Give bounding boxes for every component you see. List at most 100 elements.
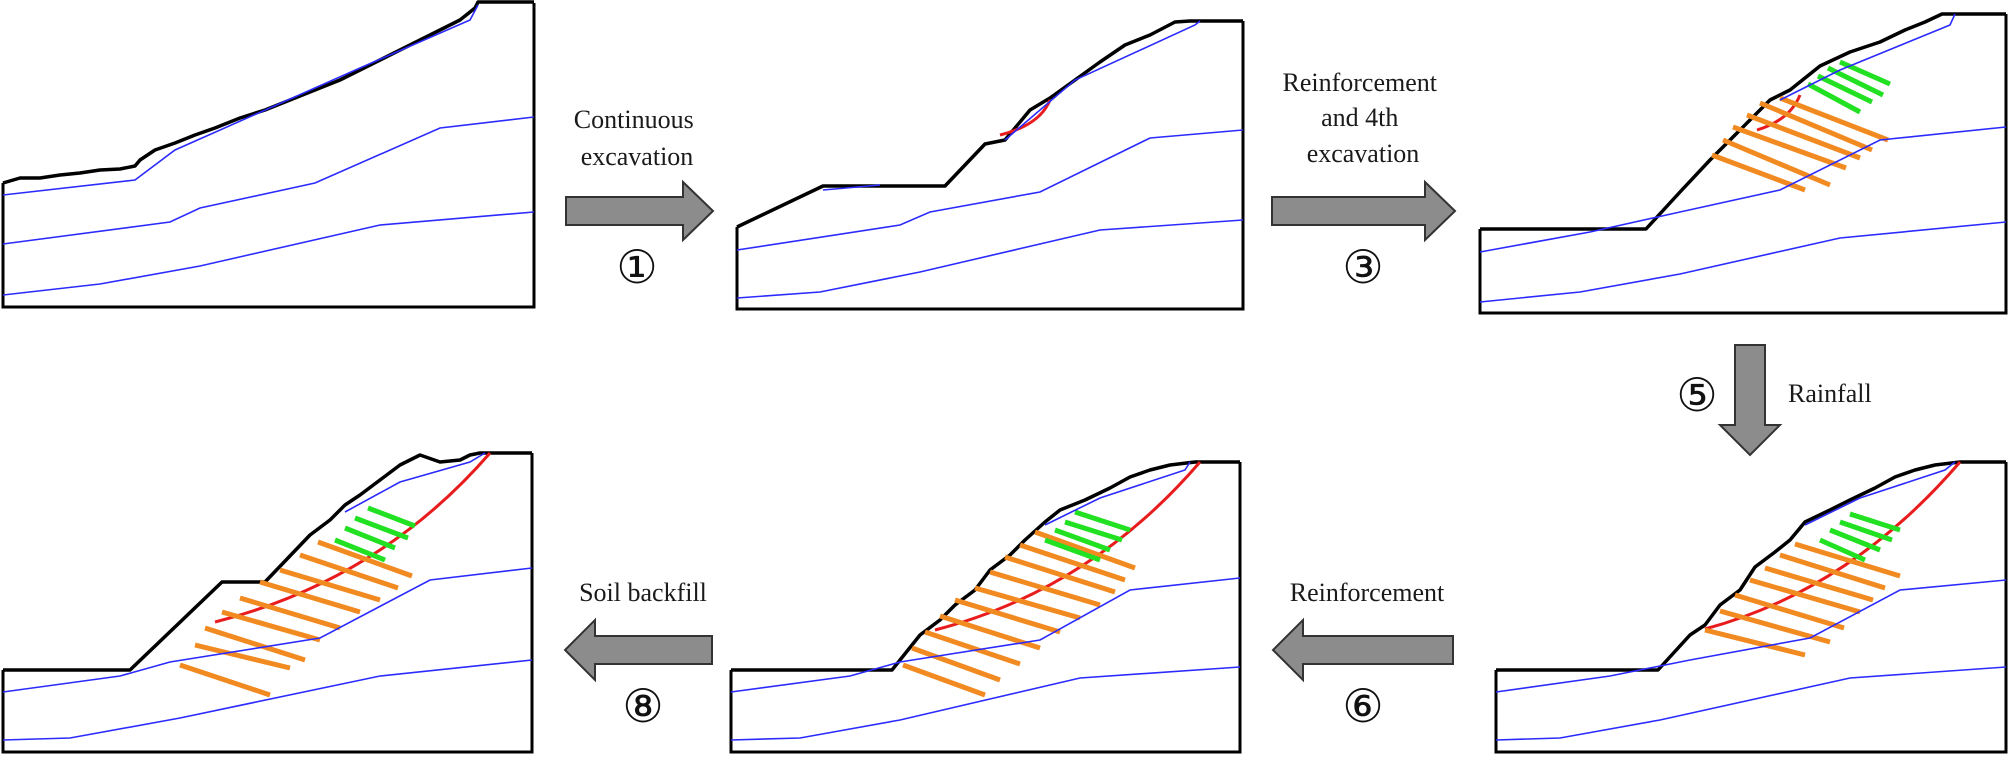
anchor-bar xyxy=(1746,112,1861,161)
anchor-bar xyxy=(954,597,1061,635)
green-anchors xyxy=(334,505,416,563)
anchor-bar xyxy=(1764,565,1874,603)
anchor-bar xyxy=(1034,529,1136,571)
anchor-bar xyxy=(1044,537,1101,563)
anchor-bar xyxy=(1722,137,1831,188)
green-anchors xyxy=(1818,511,1901,563)
ground-surface xyxy=(2,0,534,185)
anchor-bar xyxy=(974,585,1081,621)
orange-anchors xyxy=(1711,95,1889,193)
anchor-bar xyxy=(924,629,1021,667)
anchor-bar xyxy=(179,662,271,698)
panel-frame xyxy=(729,462,1242,754)
soil-layer-line xyxy=(2,116,535,245)
soil-layer-line xyxy=(1479,126,2007,253)
anchor-bar xyxy=(354,515,409,541)
local-slip-surface xyxy=(1756,94,1802,132)
panel-frame xyxy=(1,3,536,309)
stage-label-continuous-excavation: Continuous excavation xyxy=(574,105,700,171)
anchor-bar xyxy=(1759,100,1873,153)
arrow-right-icon xyxy=(565,179,715,243)
anchor-bar xyxy=(299,552,399,591)
ground-surface xyxy=(3,451,532,672)
panel-rainfall xyxy=(1494,460,2008,754)
soil-layer-line xyxy=(1779,13,1956,101)
anchor-bar xyxy=(1749,577,1861,615)
anchor-bar xyxy=(1704,627,1806,658)
anchor-bar xyxy=(1734,592,1845,631)
arrow-right-icon xyxy=(1271,179,1457,243)
green-anchors xyxy=(1806,59,1892,115)
orange-anchors xyxy=(179,539,413,698)
soil-layer-line xyxy=(1495,666,2007,741)
anchor-bar xyxy=(1838,59,1892,87)
anchor-bar xyxy=(1849,511,1901,533)
stage-label-reinforcement: Reinforcement xyxy=(1290,578,1445,607)
anchor-bar xyxy=(1816,73,1874,105)
anchor-bar xyxy=(1074,509,1131,533)
panel-frame xyxy=(1478,14,2008,315)
panel-soil-backfill xyxy=(1,451,534,754)
anchor-bar xyxy=(1829,527,1881,553)
global-slip-surface xyxy=(934,461,1202,632)
stage-label-soil-backfill: Soil backfill xyxy=(579,578,707,607)
anchor-bar xyxy=(367,505,416,529)
anchor-bar xyxy=(344,525,396,551)
stage-number-6: ⑥ xyxy=(1342,679,1383,733)
anchor-bar xyxy=(1806,81,1862,115)
local-slip-surface xyxy=(999,99,1052,137)
arrow-down-icon xyxy=(1717,344,1783,457)
soil-layer-line xyxy=(822,184,881,191)
soil-layer-line xyxy=(344,452,486,513)
panel-continuous-excavation xyxy=(735,19,1245,311)
panel-frame xyxy=(1494,462,2008,754)
panel-reinforcement xyxy=(729,460,1242,754)
stage-label-rainfall: Rainfall xyxy=(1788,379,1872,408)
stage-number-8: ⑧ xyxy=(622,679,663,733)
stage-number-3: ③ xyxy=(1342,240,1383,294)
soil-layer-line xyxy=(1804,461,1956,526)
stage-number-5: ⑤ xyxy=(1676,368,1717,422)
ground-surface xyxy=(1480,12,2006,231)
anchor-bar xyxy=(317,539,413,579)
anchor-bar xyxy=(1818,537,1867,563)
soil-layer-line xyxy=(1479,221,2007,303)
anchor-bar xyxy=(194,642,291,671)
panel-frame xyxy=(1,453,534,754)
anchor-bar xyxy=(911,645,1001,683)
soil-layer-line xyxy=(2,659,533,741)
soil-layer-line xyxy=(736,129,1244,251)
orange-anchors xyxy=(902,529,1136,698)
anchor-bar xyxy=(239,595,341,631)
panel-original-slope xyxy=(1,0,536,309)
soil-layer-line xyxy=(1004,20,1201,141)
green-anchors xyxy=(1044,509,1131,563)
anchor-bar xyxy=(1064,519,1123,543)
soil-layer-line xyxy=(730,666,1241,741)
anchor-bar xyxy=(221,609,321,643)
soil-layer-line xyxy=(2,4,479,196)
soil-layer-line xyxy=(2,567,533,693)
anchor-bar xyxy=(1711,152,1806,193)
arrow-left-icon xyxy=(563,617,713,683)
anchor-bar xyxy=(1839,519,1893,543)
anchor-bar xyxy=(989,569,1101,608)
ground-surface xyxy=(731,460,1240,672)
orange-anchors xyxy=(1704,541,1901,658)
anchor-bar xyxy=(1004,554,1116,595)
arrow-left-icon xyxy=(1271,617,1454,683)
stage-label-reinforcement-4th-excavation: Reinforcement and 4th excavation xyxy=(1283,68,1444,168)
soil-layer-line xyxy=(730,577,1241,693)
panel-frame xyxy=(735,21,1245,311)
soil-layer-line xyxy=(1495,579,2007,693)
soil-layer-line xyxy=(1044,461,1191,526)
anchor-bar xyxy=(279,567,381,603)
anchor-bar xyxy=(1054,527,1111,553)
ground-surface xyxy=(1496,460,2006,672)
anchor-bar xyxy=(1779,552,1886,591)
ground-surface xyxy=(736,19,1243,229)
stage-number-1: ① xyxy=(616,240,657,294)
anchor-bar xyxy=(334,537,386,563)
soil-layer-line xyxy=(736,219,1244,299)
